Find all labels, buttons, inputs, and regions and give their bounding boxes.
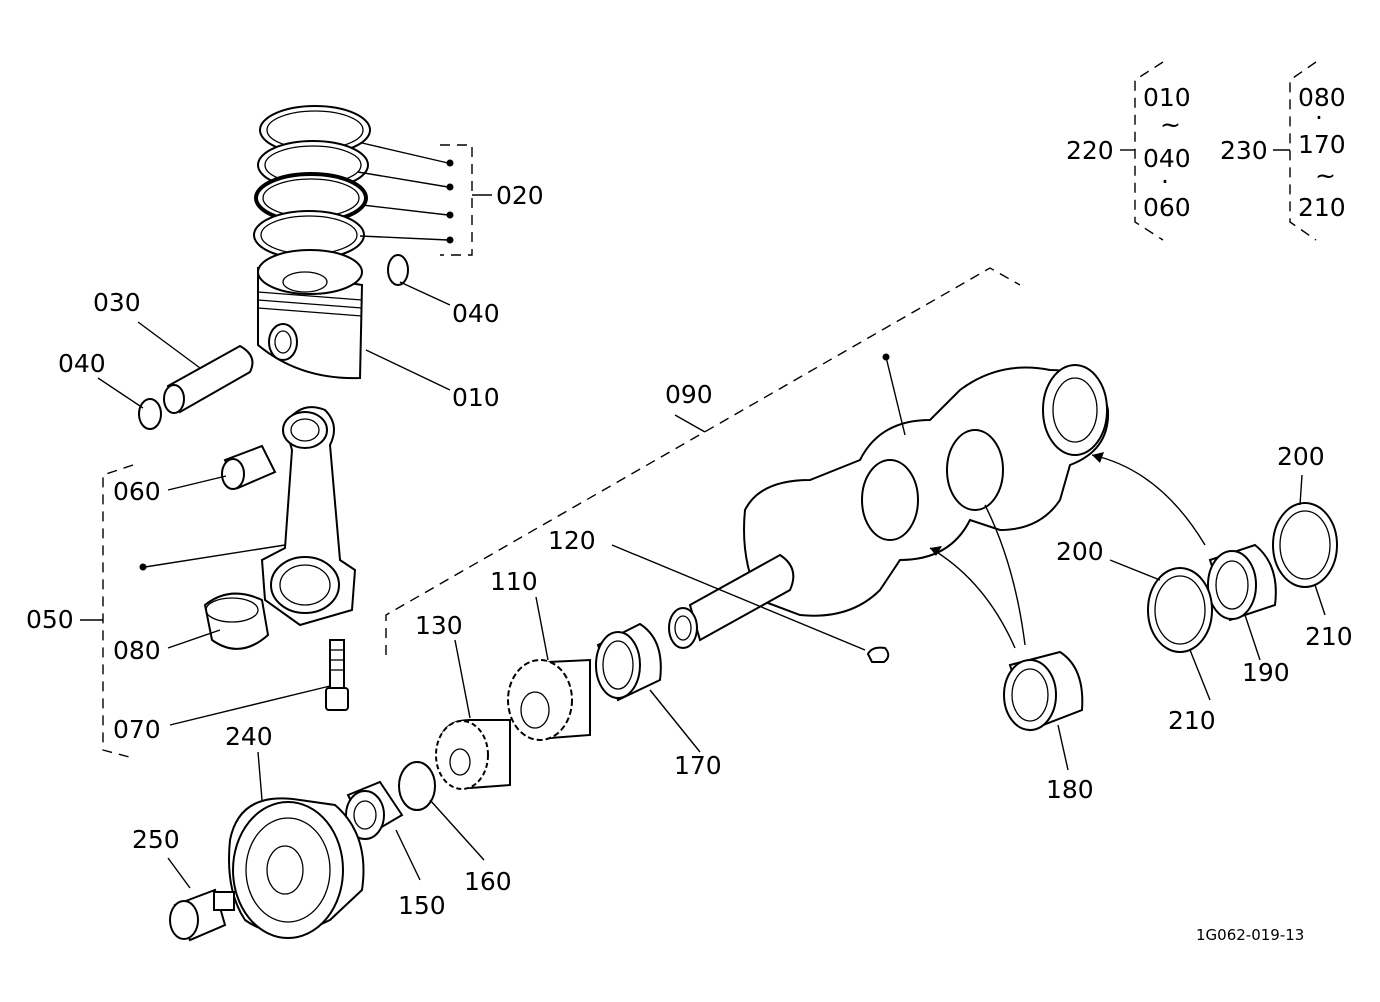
callout-150: 150	[398, 891, 446, 920]
set-230-label: 230	[1220, 136, 1268, 165]
bearing-170	[595, 622, 662, 702]
callout-090: 090	[665, 380, 713, 409]
callout-170: 170	[674, 751, 722, 780]
thrust-washer-left	[1147, 567, 1213, 653]
bearing-190	[1207, 543, 1277, 622]
set-220-range: ~	[1160, 110, 1181, 139]
drawing-code: 1G062-019-13	[1196, 926, 1304, 944]
callout-060: 060	[113, 477, 161, 506]
callout-210-right: 210	[1305, 622, 1353, 651]
group-brackets	[102, 61, 1317, 759]
feather-key	[866, 646, 890, 663]
snap-ring-left	[138, 398, 162, 430]
pump-gear	[435, 719, 511, 790]
conrod-bearing	[203, 592, 270, 650]
set-220-item: 060	[1143, 193, 1191, 222]
assembly-arrows	[929, 452, 1206, 649]
piston-pin	[163, 344, 254, 414]
set-230-item: 210	[1298, 193, 1346, 222]
callout-120: 120	[548, 526, 596, 555]
leader-lines	[80, 142, 1326, 889]
set-220-label: 220	[1066, 136, 1114, 165]
callout-160: 160	[464, 867, 512, 896]
set-230-item: 080	[1298, 83, 1346, 112]
pulley-bolt	[169, 888, 235, 942]
set-230-range: ~	[1315, 161, 1336, 190]
crank-gear	[507, 658, 591, 741]
small-end-bushing	[221, 444, 277, 490]
thrust-washer-right	[1272, 502, 1338, 588]
callout-200-left: 200	[1056, 537, 1104, 566]
o-ring	[398, 761, 436, 811]
callout-240: 240	[225, 722, 273, 751]
callout-070: 070	[113, 715, 161, 744]
callout-190: 190	[1242, 658, 1290, 687]
callout-210-left: 210	[1168, 706, 1216, 735]
callout-010: 010	[452, 383, 500, 412]
set-220-item: 040	[1143, 144, 1191, 173]
crankshaft	[668, 364, 1110, 649]
set-230: 230 080 · 170 ~ 210	[1220, 83, 1346, 222]
callout-080: 080	[113, 636, 161, 665]
callout-200-right: 200	[1277, 442, 1325, 471]
collar	[345, 780, 404, 840]
crank-pulley	[228, 797, 365, 939]
conrod-bolt	[325, 639, 349, 711]
snap-ring-right	[387, 254, 409, 286]
piston	[257, 249, 364, 380]
callout-130: 130	[415, 611, 463, 640]
callout-040-left: 040	[58, 349, 106, 378]
callout-110: 110	[490, 567, 538, 596]
callout-250: 250	[132, 825, 180, 854]
piston-rings	[253, 105, 371, 260]
set-230-and: ·	[1315, 103, 1323, 132]
callout-030: 030	[93, 288, 141, 317]
set-220: 220 010 ~ 040 · 060	[1066, 83, 1191, 222]
group-dots	[139, 159, 890, 571]
set-220-and: ·	[1161, 167, 1169, 196]
callout-040-right: 040	[452, 299, 500, 328]
callout-020: 020	[496, 181, 544, 210]
set-230-item: 170	[1298, 130, 1346, 159]
callout-180: 180	[1046, 775, 1094, 804]
connecting-rod	[260, 406, 357, 627]
callout-labels: 020 040 010 030 040 060 050 080 070 240 …	[26, 181, 1353, 920]
callout-050: 050	[26, 605, 74, 634]
set-220-item: 010	[1143, 83, 1191, 112]
bearing-180	[1003, 650, 1084, 732]
